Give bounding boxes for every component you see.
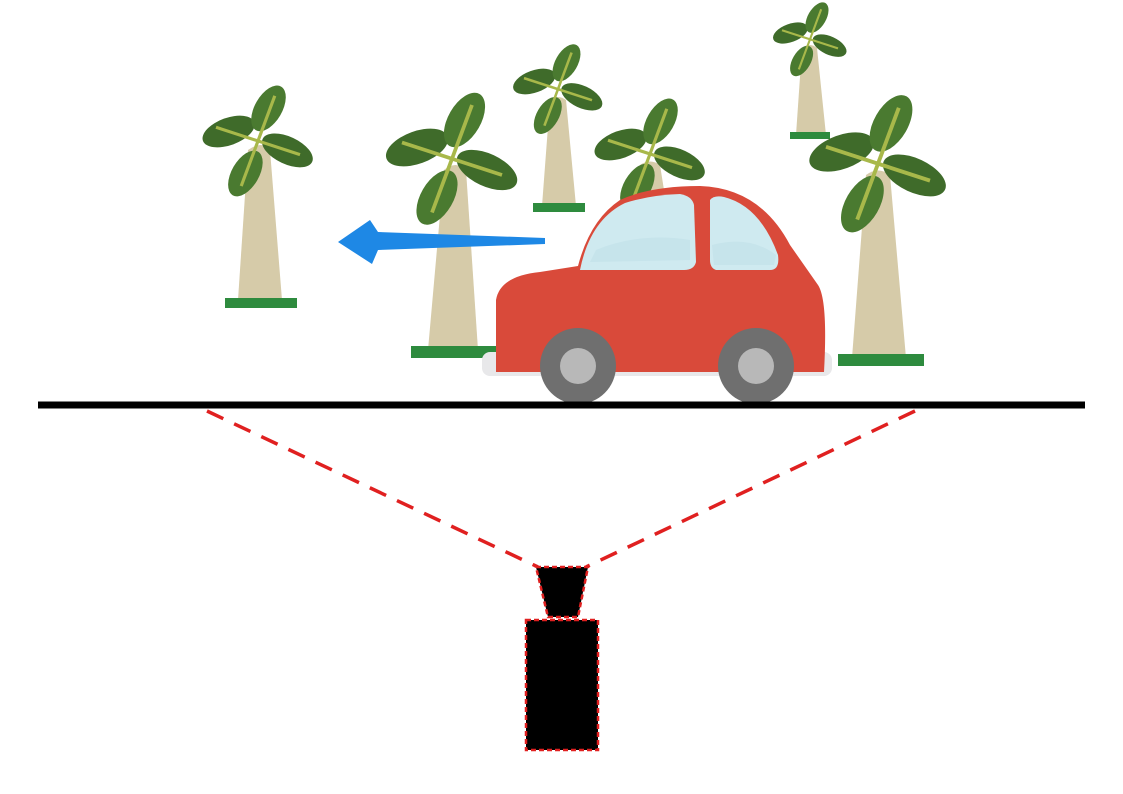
tree-3 bbox=[508, 38, 608, 212]
red-car bbox=[482, 186, 832, 404]
camera-lens bbox=[534, 565, 590, 619]
tree-2 bbox=[379, 84, 526, 358]
tree-6 bbox=[802, 85, 955, 366]
camera-field-of-view bbox=[206, 409, 916, 569]
motion-arrow-left bbox=[338, 220, 545, 264]
camera-body bbox=[524, 618, 600, 752]
camera-icon bbox=[524, 565, 600, 752]
tree-5 bbox=[769, 0, 851, 139]
tree-1 bbox=[196, 78, 320, 308]
